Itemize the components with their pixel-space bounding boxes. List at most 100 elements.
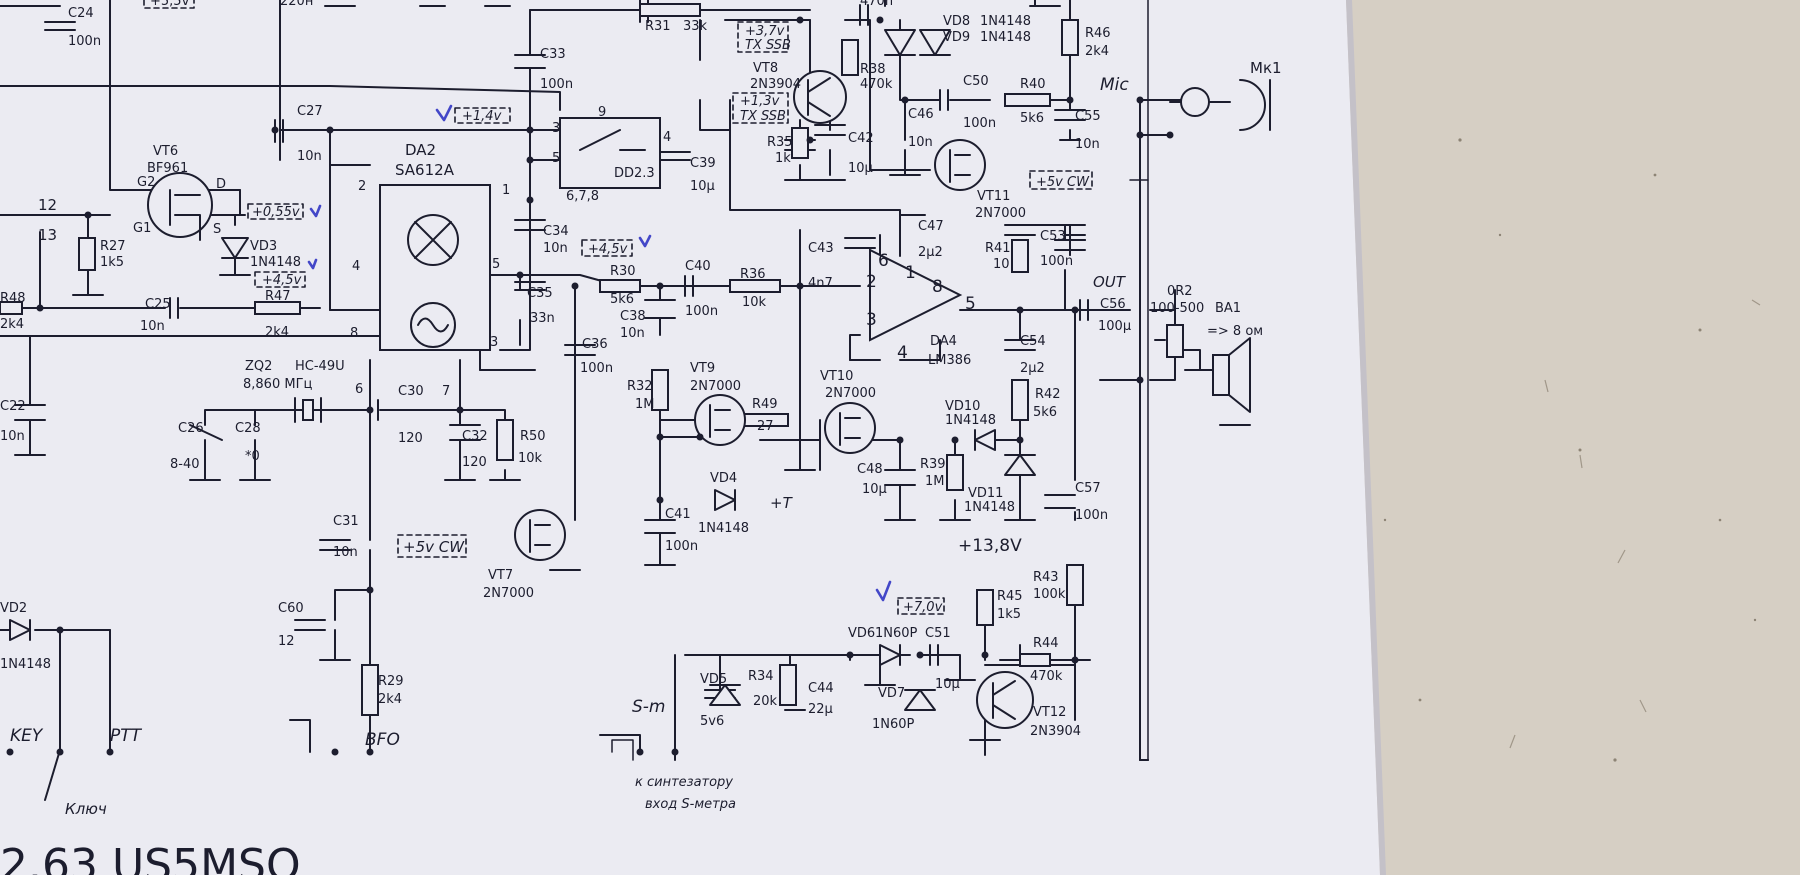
r34-ref: R34 — [748, 669, 774, 684]
c57-value: 100n — [1075, 508, 1108, 523]
r35-value: 1k — [775, 151, 791, 166]
r46-ref: R46 — [1085, 26, 1111, 41]
da2-pin-8: 8 — [350, 326, 358, 341]
da4-ref: DA4 — [930, 334, 957, 349]
c28-ref: C28 — [235, 421, 261, 436]
vt6-pin-s: S — [213, 222, 221, 237]
c34-value: 10n — [543, 241, 568, 256]
r50-ref: R50 — [520, 429, 546, 444]
r48-ref: R48 — [0, 291, 26, 306]
r31-value: 33k — [683, 19, 708, 34]
c44-ref: C44 — [808, 681, 834, 696]
vd6-value: 1N60P — [875, 626, 918, 641]
c42-value: 10µ — [848, 161, 873, 176]
vd8-value: 1N4148 — [980, 14, 1031, 29]
c44-value: 22µ — [808, 702, 833, 717]
c43-value: 4n7 — [808, 276, 833, 291]
r43-value: 100k — [1033, 587, 1066, 602]
r50-value: 10k — [518, 451, 543, 466]
c51-value: 10µ — [935, 677, 960, 692]
da2-pin-4: 4 — [352, 259, 360, 274]
c27-ref: C27 — [297, 104, 323, 119]
c57-ref: C57 — [1075, 481, 1101, 496]
da2-ref: DA2 — [405, 141, 436, 159]
r49-ref: R49 — [752, 397, 778, 412]
vt6-value: BF961 — [147, 161, 188, 176]
vd5-ref: VD5 — [700, 672, 727, 687]
synth-label-1: к синтезатору — [635, 775, 733, 790]
vd9-ref: VD9 — [943, 30, 970, 45]
voltage-3v7: +3,7v — [745, 24, 785, 39]
c32-value: 120 — [462, 455, 487, 470]
c38-ref: C38 — [620, 309, 646, 324]
c38-value: 10n — [620, 326, 645, 341]
r39-value: 1M — [925, 474, 945, 489]
c50-ref: C50 — [963, 74, 989, 89]
vd3-ref: VD3 — [250, 239, 277, 254]
pin-3: 3 — [552, 121, 560, 136]
vt7-ref: VT7 — [488, 568, 513, 583]
r47-ref: R47 — [265, 289, 291, 304]
c24-ref: C24 — [68, 6, 94, 21]
c47-value: 2µ2 — [918, 245, 943, 260]
pin-9: 9 — [598, 105, 606, 120]
r32-ref: R32 — [627, 379, 653, 394]
r46-value: 2k4 — [1085, 44, 1109, 59]
c48-value: 10µ — [862, 482, 887, 497]
vd11-ref: VD11 — [968, 486, 1003, 501]
c39-value: 10µ — [690, 179, 715, 194]
da2-pin-3: 3 — [490, 335, 498, 350]
zq2-freq: 8,860 МГц — [243, 377, 312, 392]
c34-ref: C34 — [543, 224, 569, 239]
vt11-ref: VT11 — [977, 189, 1010, 204]
voltage-1v3: +1,3v — [740, 94, 780, 109]
klyuch-label: Ключ — [65, 800, 107, 818]
da4-pin-8: 8 — [932, 277, 943, 297]
tx-ssb-1: TX SSB — [745, 38, 791, 53]
vd6-ref: VD6 — [848, 626, 875, 641]
r44-ref: R44 — [1033, 636, 1059, 651]
r30-value: 5k6 — [610, 292, 634, 307]
c25-ref: C25 — [145, 297, 171, 312]
c56-ref: C56 — [1100, 297, 1126, 312]
c43-ref: C43 — [808, 241, 834, 256]
r30-ref: R30 — [610, 264, 636, 279]
r82-value: 100-500 — [1150, 301, 1204, 316]
c54-value: 2µ2 — [1020, 361, 1045, 376]
r41-ref: R41 — [985, 241, 1011, 256]
r82-ref: 0R2 — [1167, 284, 1193, 299]
voltage-220: 220н — [280, 0, 313, 9]
c25-value: 10n — [140, 319, 165, 334]
vd8-ref: VD8 — [943, 14, 970, 29]
c30-ref: C30 — [398, 384, 424, 399]
dd2-pins: 6,7,8 — [566, 189, 599, 204]
c33-ref: C33 — [540, 47, 566, 62]
r36-value: 10k — [742, 295, 767, 310]
vt9-ref: VT9 — [690, 361, 715, 376]
tx-ssb-2: TX SSB — [740, 109, 786, 124]
r29-ref: R29 — [378, 674, 404, 689]
r29-value: 2k4 — [378, 692, 402, 707]
vt8-value: 2N3904 — [750, 77, 801, 92]
c55-ref: C55 — [1075, 109, 1101, 124]
junctions — [6, 16, 1174, 756]
c55-value: 10n — [1075, 137, 1100, 152]
zq2-value: HC-49U — [295, 359, 345, 374]
da2-value: SA612A — [395, 161, 455, 179]
vd7-ref: VD7 — [878, 686, 905, 701]
vt7-value: 2N7000 — [483, 586, 534, 601]
r48-value: 2k4 — [0, 317, 24, 332]
pin-4: 4 — [663, 130, 671, 145]
paper-edge-shadow — [1346, 0, 1386, 875]
pen-checkmarks — [307, 104, 892, 602]
da2-pin-2: 2 — [358, 179, 366, 194]
r31-ref: R31 — [645, 19, 671, 34]
c46-ref: C46 — [908, 107, 934, 122]
component-labels: C24 100n C33 100n R31 33k VT8 2N3904 R38… — [0, 6, 1282, 739]
c30-value: 120 — [398, 431, 423, 446]
voltage-4v5-a: +4,5v — [262, 273, 302, 288]
vt6-ref: VT6 — [153, 144, 178, 159]
r49-value: 27 — [757, 419, 774, 434]
